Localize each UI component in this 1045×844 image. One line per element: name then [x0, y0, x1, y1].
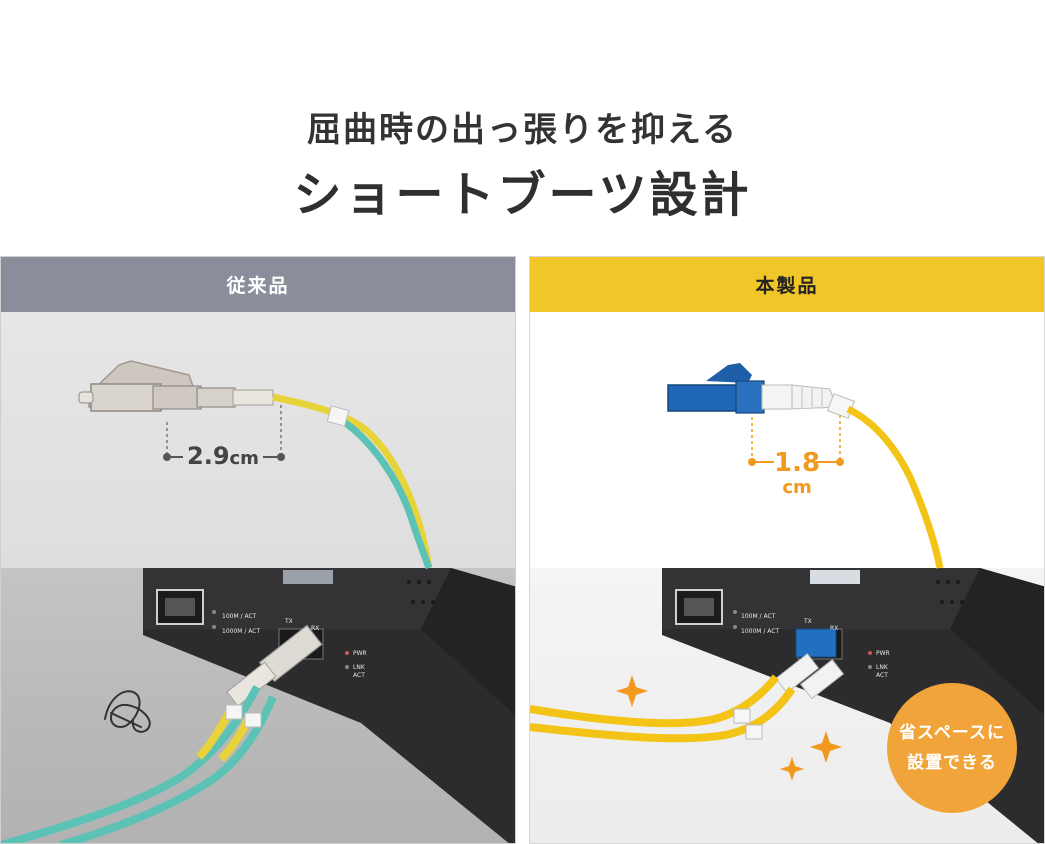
act-label: ACT	[876, 672, 888, 679]
headline-title: ショートブーツ設計	[293, 167, 752, 223]
product-measure-unit: cm	[782, 477, 812, 498]
headline-subtitle: 屈曲時の出っ張りを抑える	[307, 110, 738, 150]
tangled-cable-icon	[104, 690, 151, 733]
port2-label: 1000M / ACT	[222, 628, 261, 635]
conventional-illustration	[1, 360, 515, 843]
act-label: ACT	[353, 672, 365, 679]
port2-label: 1000M / ACT	[741, 628, 780, 635]
sparkle-icon	[616, 675, 842, 781]
rx-label: RX	[830, 625, 839, 632]
port1-label: 100M / ACT	[741, 613, 776, 620]
rx-label: RX	[311, 625, 320, 632]
conventional-panel: 従来品	[0, 256, 516, 844]
tx-label: TX	[804, 618, 812, 625]
conventional-measurement: 2.9cm	[187, 442, 259, 470]
product-panel: 本製品	[529, 256, 1045, 844]
space-saving-badge: 省スペースに 設置できる	[887, 683, 1017, 813]
headline: 屈曲時の出っ張りを抑える ショートブーツ設計	[0, 108, 1045, 228]
product-measure-value: 1.8	[774, 448, 821, 478]
product-panel-header: 本製品	[530, 257, 1044, 312]
badge-line2: 設置できる	[907, 753, 997, 773]
port1-label: 100M / ACT	[222, 613, 257, 620]
conventional-panel-header: 従来品	[1, 257, 515, 312]
conventional-connector-photo	[1, 312, 515, 568]
product-illustration	[530, 363, 1044, 843]
pwr-label: PWR	[876, 650, 890, 657]
lnk-label: LNK	[353, 664, 365, 671]
conventional-measure-value: 2.9	[187, 442, 230, 470]
lnk-label: LNK	[876, 664, 888, 671]
pwr-label: PWR	[353, 650, 367, 657]
badge-line1: 省スペースに	[899, 723, 1005, 743]
conventional-measure-unit: cm	[229, 448, 259, 469]
tx-label: TX	[285, 618, 293, 625]
product-measurement: 1.8 cm	[774, 449, 820, 499]
product-connector-photo	[530, 312, 1044, 568]
